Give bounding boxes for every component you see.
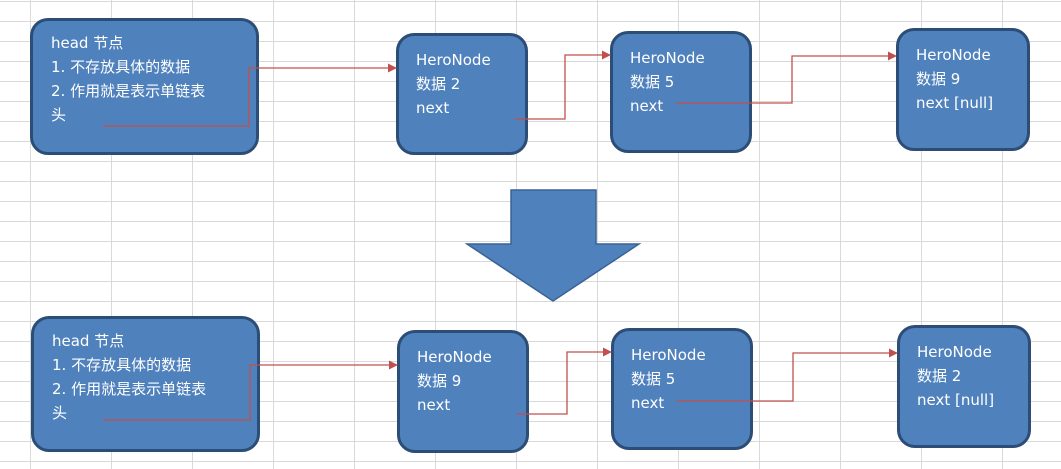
before-node-1-type: HeroNode bbox=[416, 51, 491, 69]
after-node-1-next: next bbox=[417, 396, 451, 414]
after-node-3: HeroNode 数据 2 next [null] bbox=[897, 325, 1031, 448]
after-node-2: HeroNode 数据 5 next bbox=[611, 328, 753, 450]
before-node-2-next: next bbox=[630, 97, 664, 115]
before-head-line-3: 头 bbox=[51, 106, 67, 124]
before-node-1-data: 数据 2 bbox=[416, 75, 461, 93]
after-head-line-2: 2. 作用就是表示单链表 bbox=[52, 380, 207, 398]
before-node-2-pointer bbox=[676, 51, 897, 104]
after-node-1-pointer bbox=[517, 347, 612, 415]
before-node-3-data: 数据 9 bbox=[916, 70, 961, 88]
after-node-2-next: next bbox=[631, 394, 665, 412]
after-node-3-type: HeroNode bbox=[917, 343, 992, 361]
after-node-2-data: 数据 5 bbox=[631, 370, 676, 388]
after-node-3-data: 数据 2 bbox=[917, 367, 962, 385]
before-node-2-data: 数据 5 bbox=[630, 73, 675, 91]
before-head-title: head 节点 bbox=[51, 34, 124, 52]
before-node-3-next: next [null] bbox=[916, 94, 994, 112]
before-node-2: HeroNode 数据 5 next bbox=[610, 31, 752, 153]
before-node-1-next: next bbox=[416, 99, 450, 117]
before-node-1: HeroNode 数据 2 next bbox=[396, 33, 528, 155]
before-head-node: head 节点 1. 不存放具体的数据 2. 作用就是表示单链表 头 bbox=[30, 18, 259, 155]
before-head-line-1: 1. 不存放具体的数据 bbox=[51, 58, 191, 76]
before-node-3-type: HeroNode bbox=[916, 46, 991, 64]
before-head-pointer bbox=[103, 63, 397, 127]
before-node-2-type: HeroNode bbox=[630, 49, 705, 67]
after-node-2-pointer bbox=[677, 348, 898, 402]
before-node-1-pointer bbox=[515, 50, 611, 120]
before-node-3: HeroNode 数据 9 next [null] bbox=[896, 28, 1030, 151]
after-head-line-1: 1. 不存放具体的数据 bbox=[52, 356, 192, 374]
after-head-line-3: 头 bbox=[52, 404, 68, 422]
after-node-1-data: 数据 9 bbox=[417, 372, 462, 390]
after-head-node: head 节点 1. 不存放具体的数据 2. 作用就是表示单链表 头 bbox=[31, 316, 260, 452]
after-head-pointer bbox=[103, 360, 398, 421]
after-head-title: head 节点 bbox=[52, 332, 125, 350]
after-node-2-type: HeroNode bbox=[631, 346, 706, 364]
after-node-1-type: HeroNode bbox=[417, 348, 492, 366]
before-head-line-2: 2. 作用就是表示单链表 bbox=[51, 82, 206, 100]
after-node-1: HeroNode 数据 9 next bbox=[397, 330, 529, 453]
after-node-3-next: next [null] bbox=[917, 391, 995, 409]
down-arrow-icon bbox=[464, 189, 642, 302]
